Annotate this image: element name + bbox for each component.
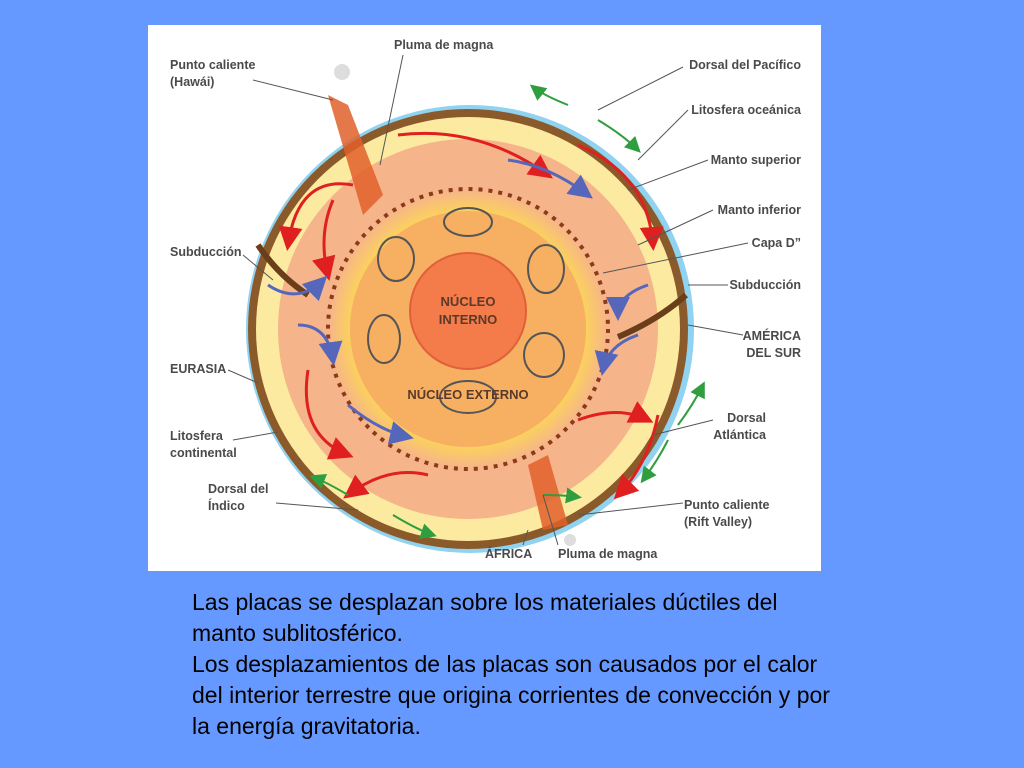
label-punto-caliente-rift: Punto caliente (Rift Valley) (684, 498, 770, 529)
label-dorsal-atlantica: Dorsal Atlántica (713, 411, 766, 442)
cold-convection-arrows (267, 158, 649, 445)
label-dorsal-pacifico: Dorsal del Pacífico (689, 58, 801, 72)
label-subduccion-right: Subducción (729, 278, 801, 292)
label-nucleo-interno: NÚCLEO INTERNO (438, 294, 498, 327)
label-capa-d: Capa D” (751, 236, 801, 250)
subduction-slab-right (616, 292, 688, 340)
label-america-sur: AMÉRICA DEL SUR (742, 329, 801, 360)
label-manto-superior: Manto superior (710, 153, 801, 167)
leader-lines (227, 54, 749, 546)
core-convection-loops (367, 207, 565, 414)
label-litosfera-continental: Litosfera continental (170, 429, 237, 460)
plume-hawaii (328, 95, 383, 215)
plate-motion-arrows (309, 84, 705, 539)
earth-diagram (227, 54, 749, 553)
label-manto-inferior: Manto inferior (717, 203, 801, 217)
steam-hawaii (334, 64, 350, 80)
caption: Las placas se desplazan sobre los materi… (192, 587, 832, 742)
steam-rift (564, 534, 576, 546)
caption-paragraph-1: Las placas se desplazan sobre los materi… (192, 589, 778, 646)
label-litosfera-oceanica: Litosfera oceánica (691, 103, 801, 117)
caption-paragraph-2: Los desplazamientos de las placas son ca… (192, 651, 830, 739)
label-dorsal-indico: Dorsal del Índico (208, 482, 269, 513)
label-subduccion-left: Subducción (170, 245, 242, 259)
label-eurasia: EURASIA (170, 362, 227, 376)
label-nucleo-externo: NÚCLEO EXTERNO (407, 387, 529, 402)
label-pluma-magna-bottom: Pluma de magna (558, 547, 658, 561)
label-pluma-magna-top: Pluma de magna (394, 38, 494, 52)
label-punto-caliente-hawaii: Punto caliente (Hawái) (170, 58, 256, 89)
inner-core (409, 252, 527, 370)
earth-convection-figure: Punto caliente (Hawái) Pluma de magna Do… (148, 25, 821, 571)
label-africa: ÁFRICA (485, 547, 533, 561)
plume-rift (528, 455, 568, 530)
d-layer-boundary (326, 187, 610, 471)
